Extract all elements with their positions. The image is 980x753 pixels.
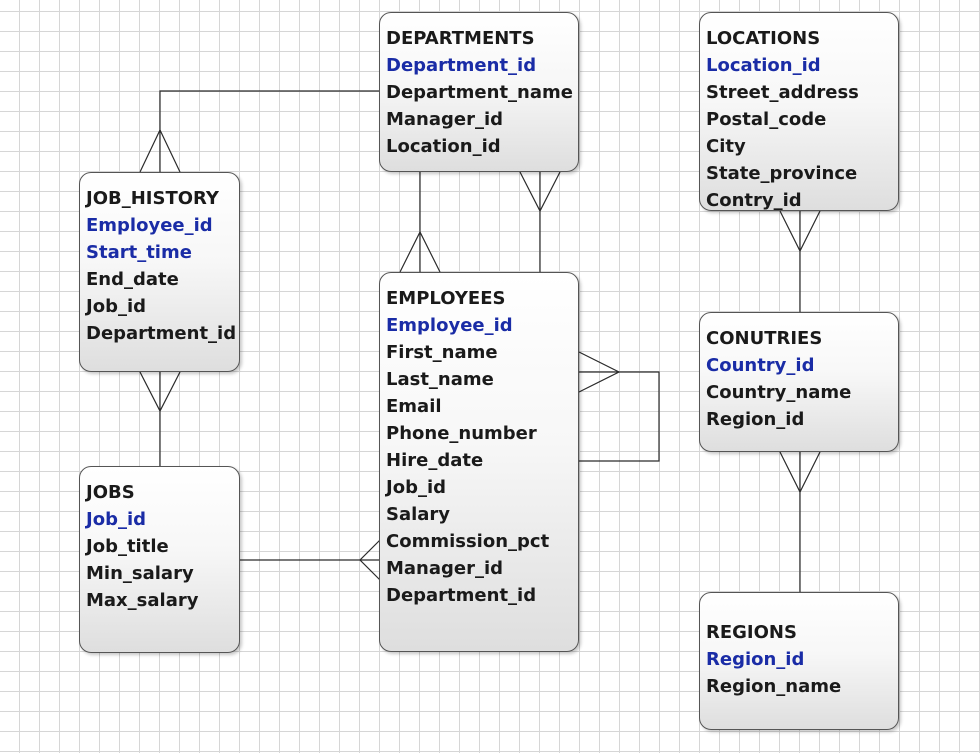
primary-key-field: Department_id bbox=[386, 55, 537, 76]
attribute-field: Salary bbox=[386, 504, 451, 525]
attribute-field: Hire_date bbox=[386, 450, 484, 471]
entity-locations[interactable]: LOCATIONS Location_id Street_address Pos… bbox=[699, 12, 899, 211]
entity-title: EMPLOYEES bbox=[386, 288, 506, 309]
attribute-field: Contry_id bbox=[706, 190, 802, 211]
attribute-field: Email bbox=[386, 396, 442, 417]
entity-employees[interactable]: EMPLOYEES Employee_id First_name Last_na… bbox=[379, 272, 579, 652]
entity-title: JOB_HISTORY bbox=[86, 188, 219, 209]
attribute-field: End_date bbox=[86, 269, 179, 290]
attribute-field: Location_id bbox=[386, 136, 501, 157]
crows-foot-employees-right bbox=[578, 351, 621, 393]
attribute-field: Manager_id bbox=[386, 558, 504, 579]
crows-foot-departments-bottom bbox=[519, 171, 561, 213]
primary-key-field: Employee_id bbox=[86, 215, 213, 236]
attribute-field: First_name bbox=[386, 342, 498, 363]
entity-countries[interactable]: CONUTRIES Country_id Country_name Region… bbox=[699, 312, 899, 452]
crows-foot-job-history-top bbox=[139, 128, 181, 173]
crows-foot-employees-left bbox=[359, 539, 381, 581]
crows-foot-job-history-bottom bbox=[139, 371, 181, 413]
line-departments-job-history bbox=[159, 90, 380, 172]
attribute-field: Region_name bbox=[706, 676, 842, 697]
entity-title: LOCATIONS bbox=[706, 28, 821, 49]
attribute-field: Commission_pct bbox=[386, 531, 550, 552]
attribute-field: Department_name bbox=[386, 82, 573, 103]
entity-departments[interactable]: DEPARTMENTS Department_id Department_nam… bbox=[379, 12, 579, 172]
primary-key-field: Region_id bbox=[706, 649, 805, 670]
attribute-field: Street_address bbox=[706, 82, 859, 103]
crows-foot-countries-bottom bbox=[779, 451, 821, 494]
primary-key-field: Country_id bbox=[706, 355, 815, 376]
primary-key-field: Employee_id bbox=[386, 315, 513, 336]
crows-foot-employees-top bbox=[399, 230, 441, 273]
attribute-field: Job_id bbox=[386, 477, 447, 498]
attribute-field: Phone_number bbox=[386, 423, 537, 444]
primary-key-field: Job_id bbox=[86, 509, 147, 530]
attribute-field: Region_id bbox=[706, 409, 805, 430]
crows-foot-locations-bottom bbox=[779, 210, 821, 253]
attribute-field: State_province bbox=[706, 163, 858, 184]
entity-title: JOBS bbox=[86, 482, 135, 503]
attribute-field: Job_title bbox=[86, 536, 169, 557]
entity-title: DEPARTMENTS bbox=[386, 28, 535, 49]
attribute-field: Last_name bbox=[386, 369, 494, 390]
attribute-field: Manager_id bbox=[386, 109, 504, 130]
attribute-field: Department_id bbox=[86, 323, 237, 344]
entity-title: CONUTRIES bbox=[706, 328, 823, 349]
attribute-field: Max_salary bbox=[86, 590, 199, 611]
entity-title: REGIONS bbox=[706, 622, 797, 643]
attribute-field: City bbox=[706, 136, 746, 157]
entity-jobs[interactable]: JOBS Job_id Job_title Min_salary Max_sal… bbox=[79, 466, 240, 653]
attribute-field: Postal_code bbox=[706, 109, 827, 130]
entity-regions[interactable]: REGIONS Region_id Region_name bbox=[699, 592, 899, 730]
attribute-field: Department_id bbox=[386, 585, 537, 606]
attribute-field: Job_id bbox=[86, 296, 147, 317]
attribute-field: Country_name bbox=[706, 382, 852, 403]
attribute-field: Min_salary bbox=[86, 563, 194, 584]
primary-key-field: Start_time bbox=[86, 242, 192, 263]
entity-job-history[interactable]: JOB_HISTORY Employee_id Start_time End_d… bbox=[79, 172, 240, 372]
primary-key-field: Location_id bbox=[706, 55, 821, 76]
